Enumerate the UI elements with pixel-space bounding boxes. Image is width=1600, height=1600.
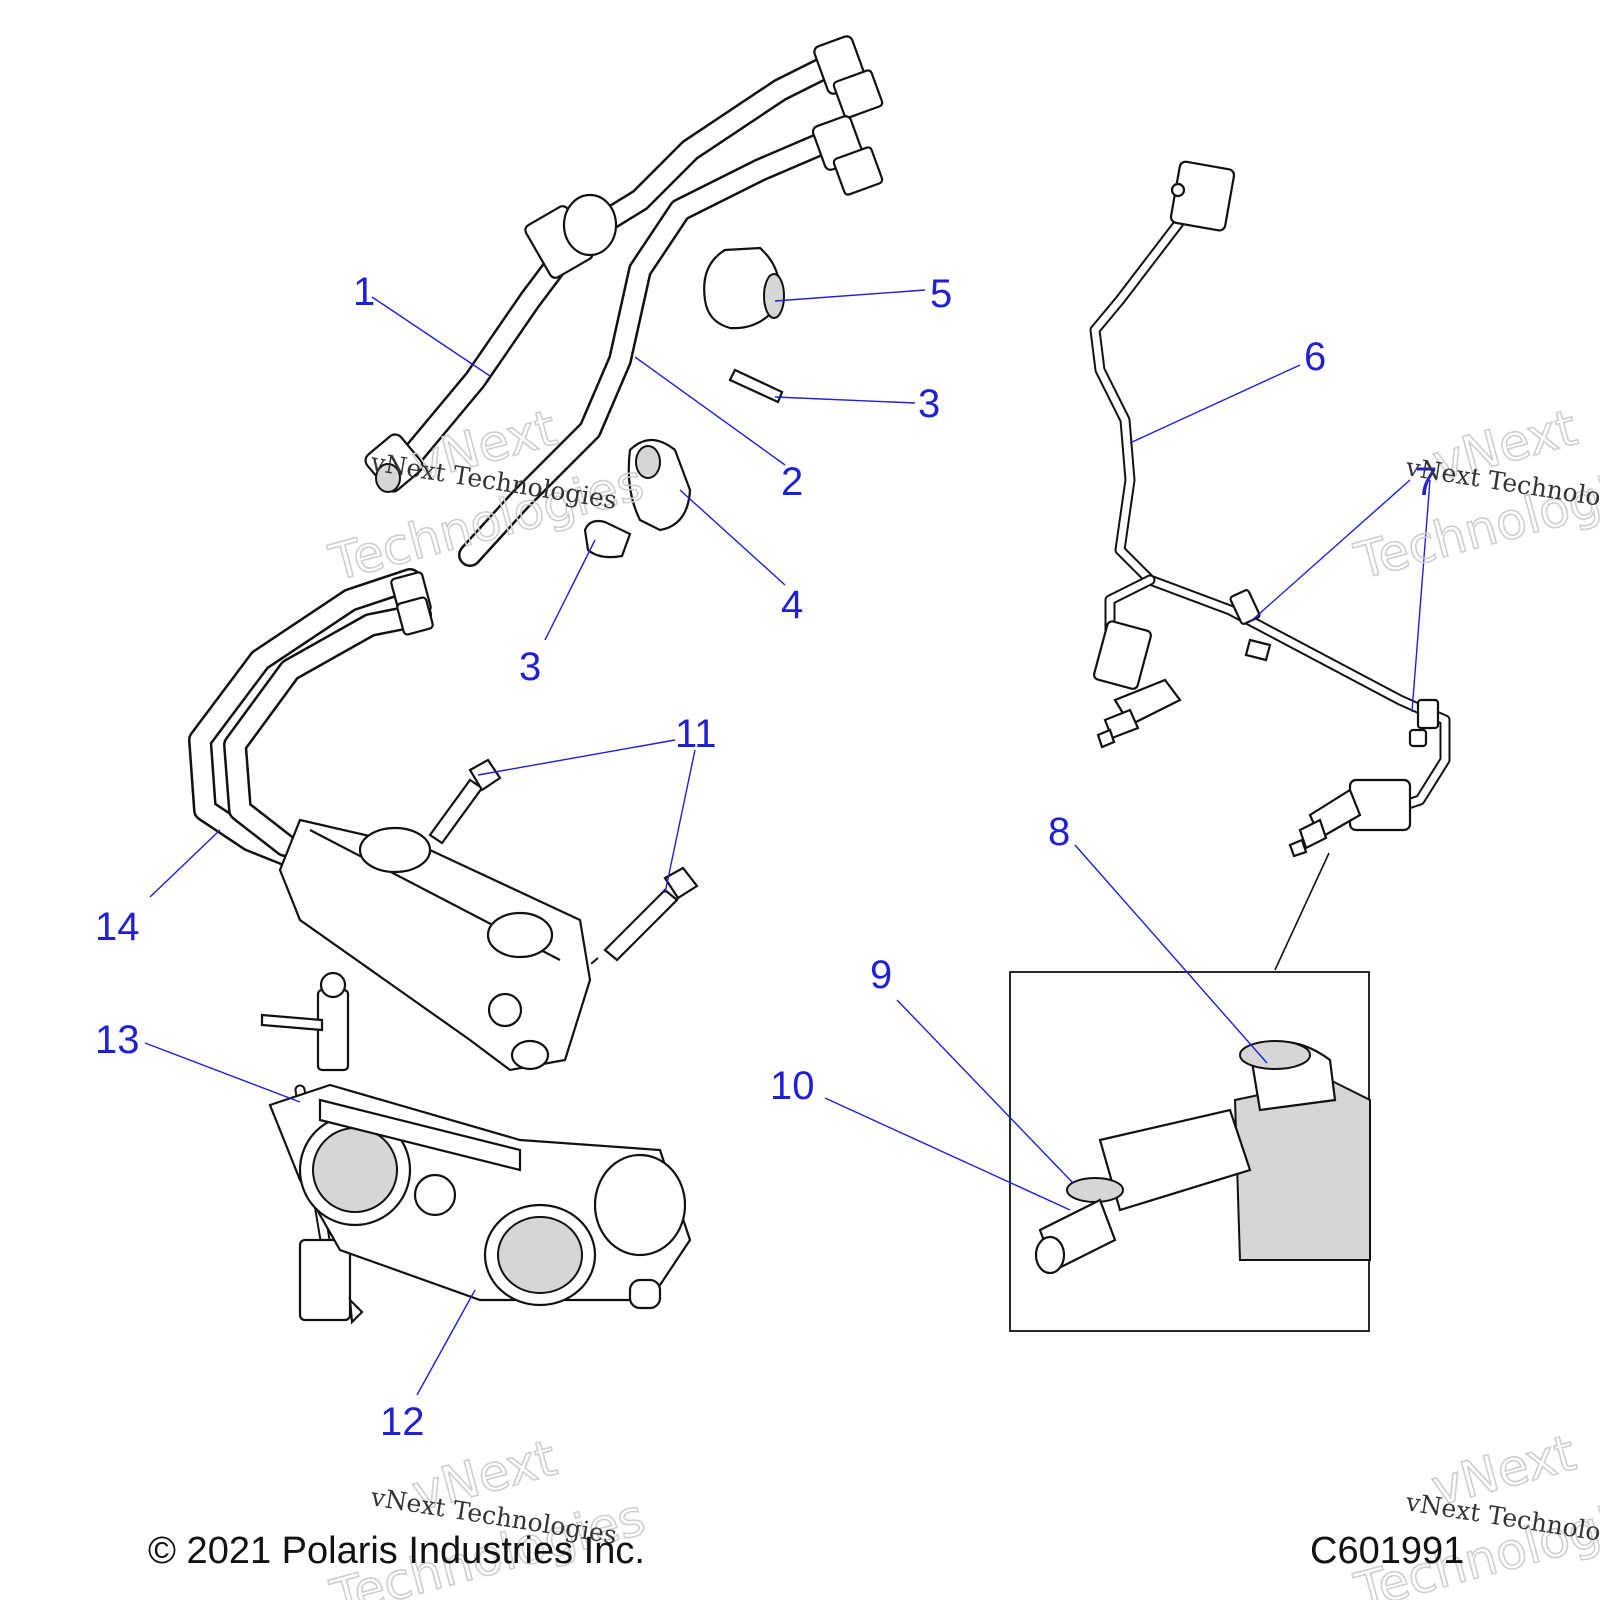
- part-2-fuel-hose: [458, 115, 884, 567]
- callout-3-upper: 3: [918, 382, 940, 426]
- callout-8: 8: [1048, 810, 1070, 854]
- fuel-injector-lower: [1288, 778, 1412, 858]
- part-5-grommet: [703, 246, 785, 330]
- callout-1: 1: [353, 270, 375, 314]
- leader-lines: [144, 289, 1431, 1396]
- part-3-clamp-upper: [728, 368, 784, 404]
- callout-11: 11: [675, 712, 717, 756]
- callout-4: 4: [781, 583, 803, 627]
- drawing-number: C601991: [1310, 1530, 1464, 1572]
- part-3-clamp-lower: [583, 519, 632, 559]
- callout-5: 5: [930, 272, 952, 316]
- part-11-bolt-lower: [559, 866, 699, 991]
- fuel-rail: [278, 818, 592, 1072]
- callout-7: 7: [1415, 460, 1437, 504]
- callout-numbers: 1 2 5 3 4 3 6 7 8 9 10 11 12 13 14: [95, 270, 1437, 1444]
- fuel-injector-upper: [1093, 620, 1182, 749]
- part-4-hose-clip: [627, 438, 692, 532]
- callout-10: 10: [770, 1064, 815, 1108]
- copyright-notice: © 2021 Polaris Industries Inc.: [148, 1530, 645, 1572]
- callout-6: 6: [1304, 335, 1326, 379]
- injector-detail-inset: [1009, 852, 1371, 1332]
- callout-2: 2: [781, 460, 803, 504]
- callout-12: 12: [380, 1400, 425, 1444]
- part-14-fuel-rail-hose: [188, 568, 434, 872]
- part-12-throttle-body: [268, 1083, 692, 1310]
- part-1-fuel-hose: [364, 35, 884, 493]
- callout-9: 9: [870, 953, 892, 997]
- callout-3-lower: 3: [519, 645, 541, 689]
- callout-13: 13: [95, 1018, 140, 1062]
- callout-14: 14: [95, 905, 140, 949]
